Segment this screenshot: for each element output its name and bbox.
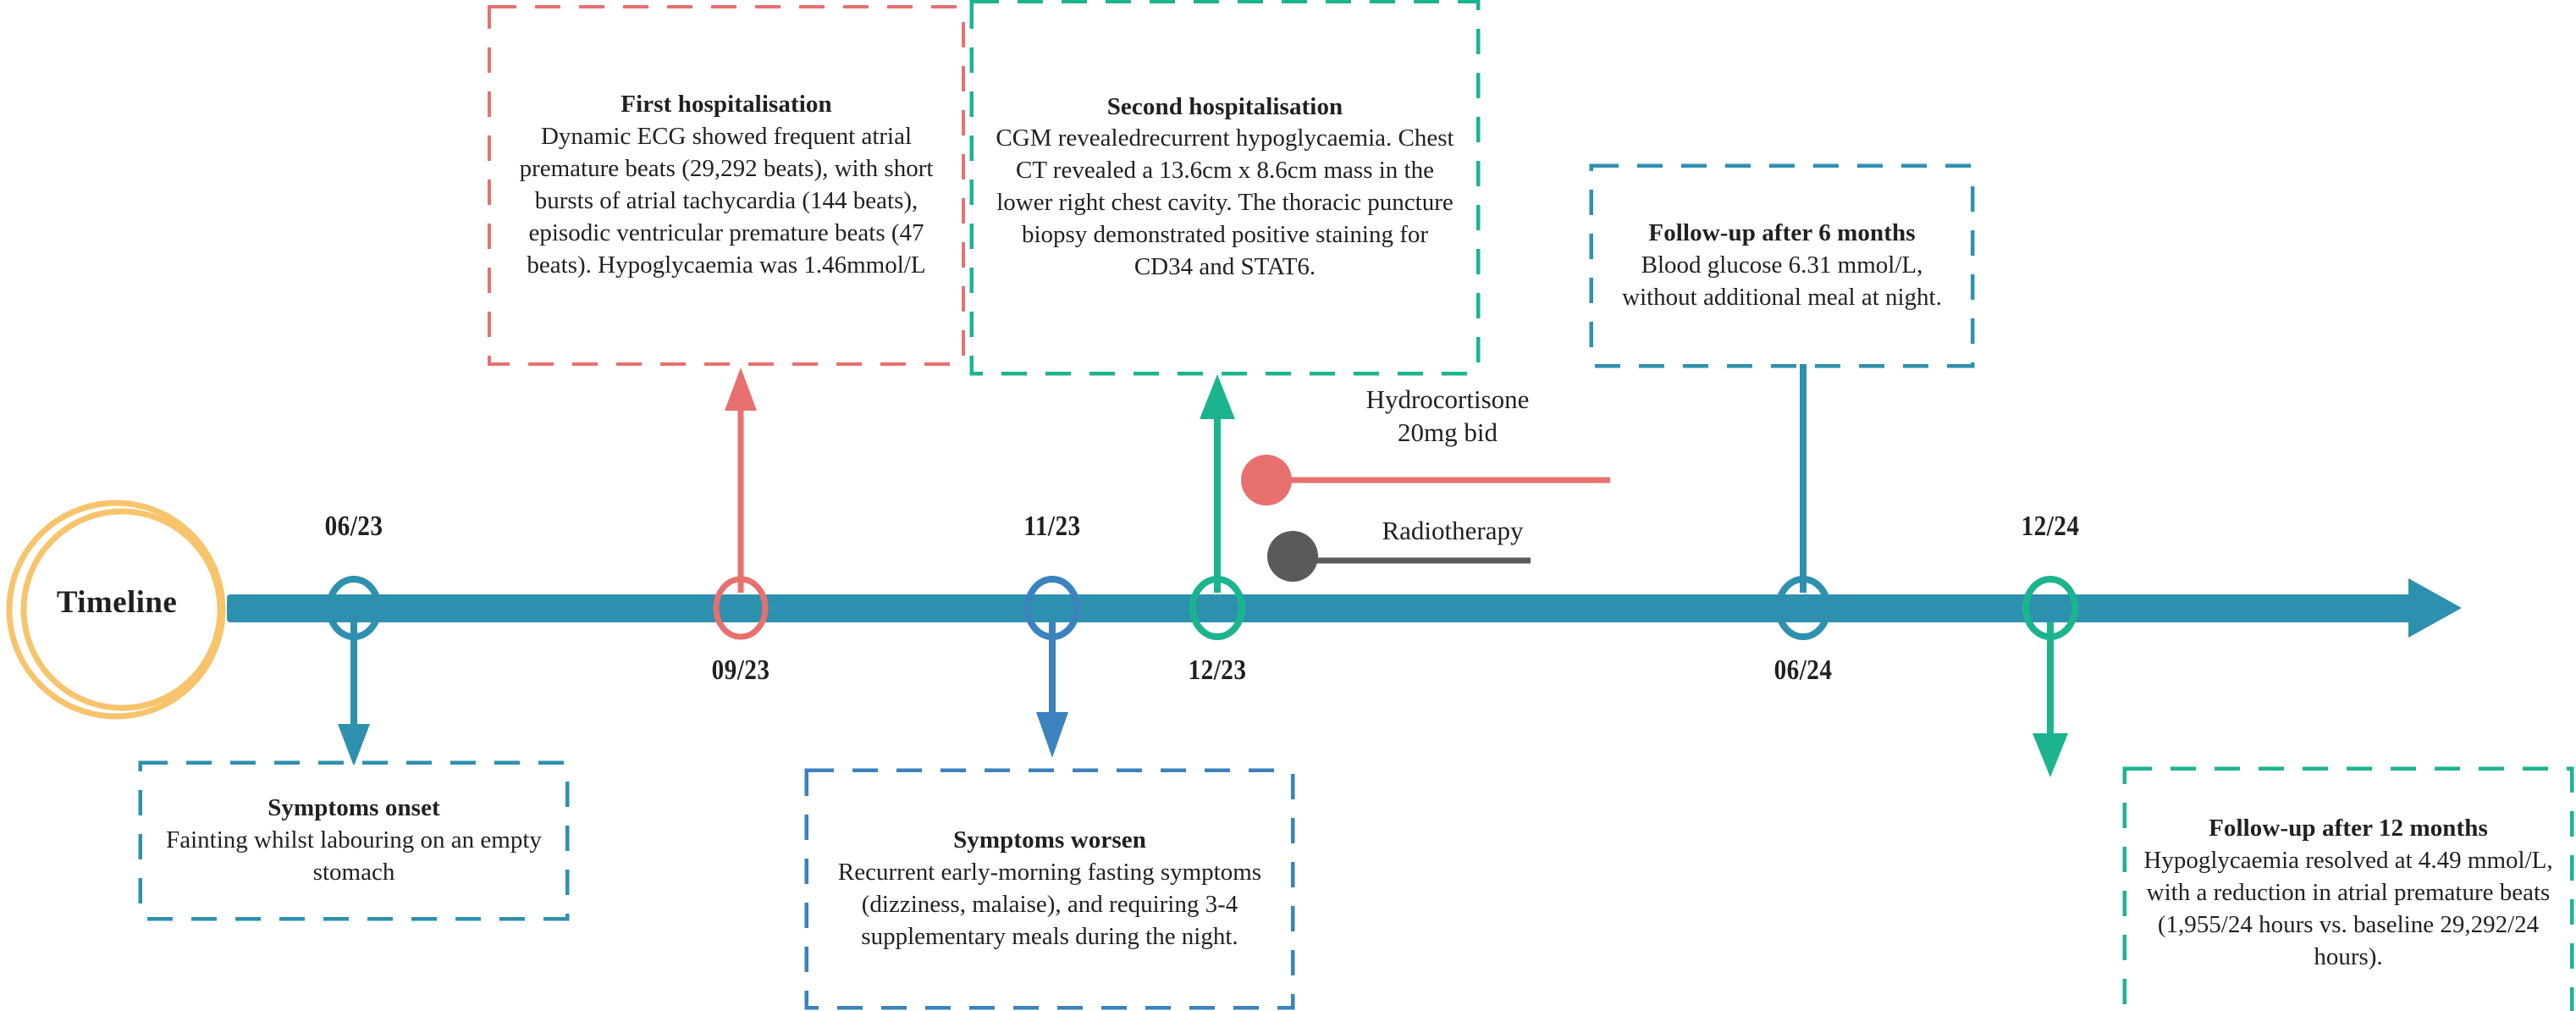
milestone-marker-12-24[interactable] — [2022, 576, 2078, 640]
card-followup-6-months[interactable]: Follow-up after 6 months Blood glucose 6… — [1593, 168, 1971, 364]
date-label-12-24: 12/24 — [2021, 511, 2080, 542]
card-title-followup-6-months: Follow-up after 6 months — [1648, 219, 1916, 247]
legend-label-radiotherapy: Radiotherapy — [1326, 514, 1580, 547]
card-body-followup-6-months: Blood glucose 6.31 mmol/L, without addit… — [1622, 251, 1942, 311]
legend-label-hydrocortisone: Hydrocortisone 20mg bid — [1304, 383, 1591, 449]
milestone-marker-12-23[interactable] — [1189, 576, 1245, 640]
date-label-11-23: 11/23 — [1023, 511, 1081, 542]
connector-arrow-09-23 — [725, 367, 757, 411]
card-symptoms-worsen[interactable]: Symptoms worsen Recurrent early-morning … — [808, 772, 1291, 1006]
card-body-symptoms-onset: Fainting whilst labouring on an empty st… — [166, 826, 542, 886]
milestone-marker-09-23[interactable] — [713, 576, 769, 640]
connector-arrow-06-23 — [338, 724, 370, 766]
timeline-badge-label: Timeline — [56, 585, 178, 620]
date-label-09-23: 09/23 — [711, 655, 770, 686]
card-title-followup-12-months: Follow-up after 12 months — [2209, 815, 2488, 842]
card-followup-12-months[interactable]: Follow-up after 12 months Hypoglycaemia … — [2126, 771, 2570, 1011]
milestone-marker-06-24[interactable] — [1775, 576, 1831, 640]
connector-arrow-11-23 — [1036, 712, 1068, 758]
milestone-marker-11-23[interactable] — [1024, 576, 1080, 640]
card-body-followup-12-months: Hypoglycaemia resolved at 4.49 mmol/L, w… — [2143, 846, 2553, 970]
card-body-second-hospitalisation: CGM revealedrecurrent hypoglycaemia. Che… — [996, 124, 1454, 281]
connector-arrow-12-24 — [2033, 733, 2068, 777]
card-first-hospitalisation[interactable]: First hospitalisation Dynamic ECG showed… — [491, 8, 962, 362]
card-title-second-hospitalisation: Second hospitalisation — [1106, 92, 1343, 120]
card-second-hospitalisation[interactable]: Second hospitalisation CGM revealedrecur… — [974, 3, 1476, 372]
timeline-badge-inner-ring — [20, 508, 223, 711]
timeline-axis — [227, 594, 2428, 622]
card-title-symptoms-worsen: Symptoms worsen — [953, 826, 1146, 854]
timeline-arrow-head — [2408, 578, 2462, 638]
card-title-first-hospitalisation: First hospitalisation — [621, 91, 832, 119]
legend-label-radiotherapy-line1: Radiotherapy — [1382, 516, 1524, 545]
card-body-first-hospitalisation: Dynamic ECG showed frequent atrial prema… — [519, 122, 934, 279]
card-body-symptoms-worsen: Recurrent early-morning fasting symptoms… — [837, 858, 1262, 950]
milestone-marker-06-23[interactable] — [326, 576, 382, 640]
date-label-06-24: 06/24 — [1773, 655, 1833, 686]
legend-dot-radiotherapy — [1267, 531, 1318, 582]
legend-label-hydrocortisone-line2: 20mg bid — [1398, 417, 1498, 448]
date-label-06-23: 06/23 — [324, 511, 383, 542]
date-label-12-23: 12/23 — [1188, 655, 1247, 686]
legend-dot-hydrocortisone — [1241, 455, 1292, 505]
connector-arrow-12-23 — [1200, 374, 1235, 419]
card-symptoms-onset[interactable]: Symptoms onset Fainting whilst labouring… — [142, 765, 565, 917]
card-title-symptoms-onset: Symptoms onset — [268, 794, 440, 822]
legend-label-hydrocortisone-line1: Hydrocortisone — [1365, 384, 1530, 414]
